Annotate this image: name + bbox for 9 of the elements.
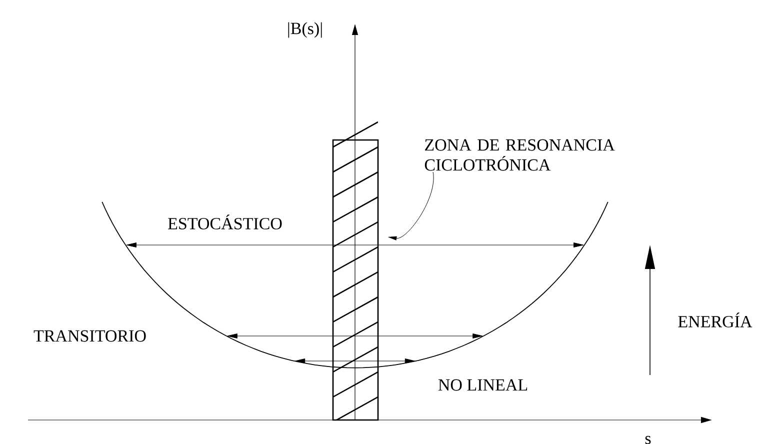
zone-label: ZONA DE RESONANCIA CICLOTRÓNICA <box>424 139 615 171</box>
region-label: TRANSITORIO <box>34 330 146 342</box>
region-label: NO LINEAL <box>438 379 528 391</box>
leader-line <box>388 172 434 240</box>
region-label: ESTOCÁSTICO <box>168 214 282 230</box>
hatched-band <box>332 121 379 421</box>
axis-label: s <box>645 436 651 444</box>
direction-label: ENERGÍA <box>678 312 752 328</box>
axis-label: |B(s)| <box>288 22 322 38</box>
